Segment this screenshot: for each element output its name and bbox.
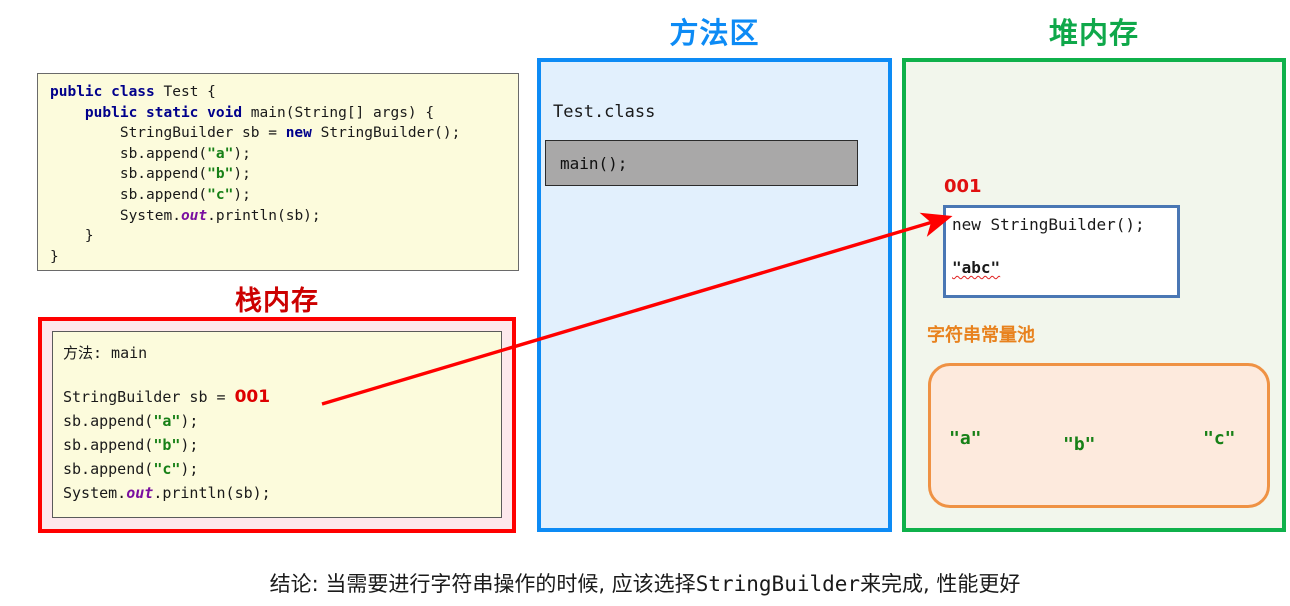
code-token: sb.append( [50, 145, 208, 162]
code-token: ); [180, 436, 199, 454]
code-token: sb.append( [63, 460, 154, 478]
code-line: sb.append("a"); [50, 144, 518, 165]
string-pool-item: "b" [1063, 434, 1096, 455]
heap-object-constructor: new StringBuilder(); [952, 215, 1145, 234]
code-line: public class Test { [50, 82, 518, 103]
code-token: sb.append( [50, 166, 208, 183]
stack-declaration-text: StringBuilder sb = [63, 388, 235, 406]
code-line: public static void main(String[] args) { [50, 103, 518, 124]
code-line: sb.append("c"); [63, 457, 501, 481]
code-token: ); [180, 460, 199, 478]
heap-object-spacer [952, 238, 1177, 255]
code-token: ); [233, 186, 251, 203]
method-area-title: 方法区 [669, 16, 760, 50]
stack-spacer [63, 365, 501, 385]
stack-memory-title: 栈内存 [235, 286, 319, 317]
code-token: new [285, 125, 321, 142]
code-line: } [50, 247, 518, 268]
code-token: .println(sb); [207, 207, 321, 224]
method-area-class-name: Test.class [553, 102, 656, 122]
code-token: } [50, 228, 94, 245]
conclusion-highlight: StringBuilder [695, 572, 861, 596]
code-token: System. [50, 207, 181, 224]
code-token: Test { [163, 84, 216, 100]
code-line: sb.append("a"); [63, 409, 501, 433]
heap-object-address: 001 [944, 176, 982, 197]
code-line: } [50, 226, 518, 247]
stack-statement-lines: sb.append("a");sb.append("b");sb.append(… [63, 409, 501, 505]
code-token: out [126, 484, 154, 502]
code-token: main(String[] args) { [250, 104, 435, 121]
code-token: "b" [207, 166, 234, 183]
code-line: System.out.println(sb); [63, 481, 501, 505]
code-token: "a" [153, 412, 181, 430]
code-token: public class [50, 84, 164, 100]
heap-memory-title: 堆内存 [1048, 16, 1139, 50]
stack-reference-value: 001 [234, 387, 271, 407]
code-token: "b" [153, 436, 181, 454]
conclusion-text: 结论: 当需要进行字符串操作的时候, 应该选择StringBuilder来完成,… [0, 568, 1290, 598]
code-line: sb.append("b"); [63, 433, 501, 457]
code-line: sb.append("c"); [50, 185, 518, 206]
code-line: sb.append("b"); [50, 164, 518, 185]
heap-object-box: new StringBuilder(); "abc" [943, 205, 1180, 298]
string-constant-pool-box: "a" "b" "c" [928, 363, 1270, 508]
string-pool-item: "a" [949, 428, 982, 449]
java-code-panel: public class Test { public static void m… [37, 73, 519, 271]
code-line: System.out.println(sb); [50, 206, 518, 227]
conclusion-prefix: 结论: 当需要进行字符串操作的时候, 应该选择 [269, 572, 696, 596]
code-token: public static void [84, 104, 251, 121]
string-pool-item: "c" [1203, 428, 1236, 449]
stack-frame-box: 方法: main StringBuilder sb = 001 sb.appen… [52, 331, 502, 518]
method-area-box [537, 58, 892, 532]
code-token: } [50, 248, 59, 265]
code-token: sb.append( [50, 186, 208, 203]
code-token [50, 105, 85, 121]
code-token: .println(sb); [153, 484, 271, 502]
method-area-main-entry: main(); [545, 140, 858, 186]
stack-method-label: 方法: main [63, 344, 148, 362]
code-token: System. [63, 484, 127, 502]
string-constant-pool-title: 字符串常量池 [927, 325, 1035, 346]
code-token: sb.append( [63, 412, 154, 430]
conclusion-suffix: 来完成, 性能更好 [860, 572, 1021, 596]
code-token: "a" [207, 145, 234, 162]
heap-object-value: "abc" [952, 258, 1001, 277]
code-token: ); [233, 166, 251, 183]
code-token: out [180, 207, 208, 224]
code-token: StringBuilder sb = [50, 125, 286, 142]
code-line: StringBuilder sb = new StringBuilder(); [50, 123, 518, 144]
code-token: StringBuilder(); [320, 125, 461, 142]
code-token: "c" [207, 186, 234, 203]
code-token: ); [180, 412, 199, 430]
code-token: ); [233, 145, 251, 162]
stack-declaration-line: StringBuilder sb = 001 [63, 385, 501, 409]
code-token: sb.append( [63, 436, 154, 454]
code-token: "c" [153, 460, 181, 478]
